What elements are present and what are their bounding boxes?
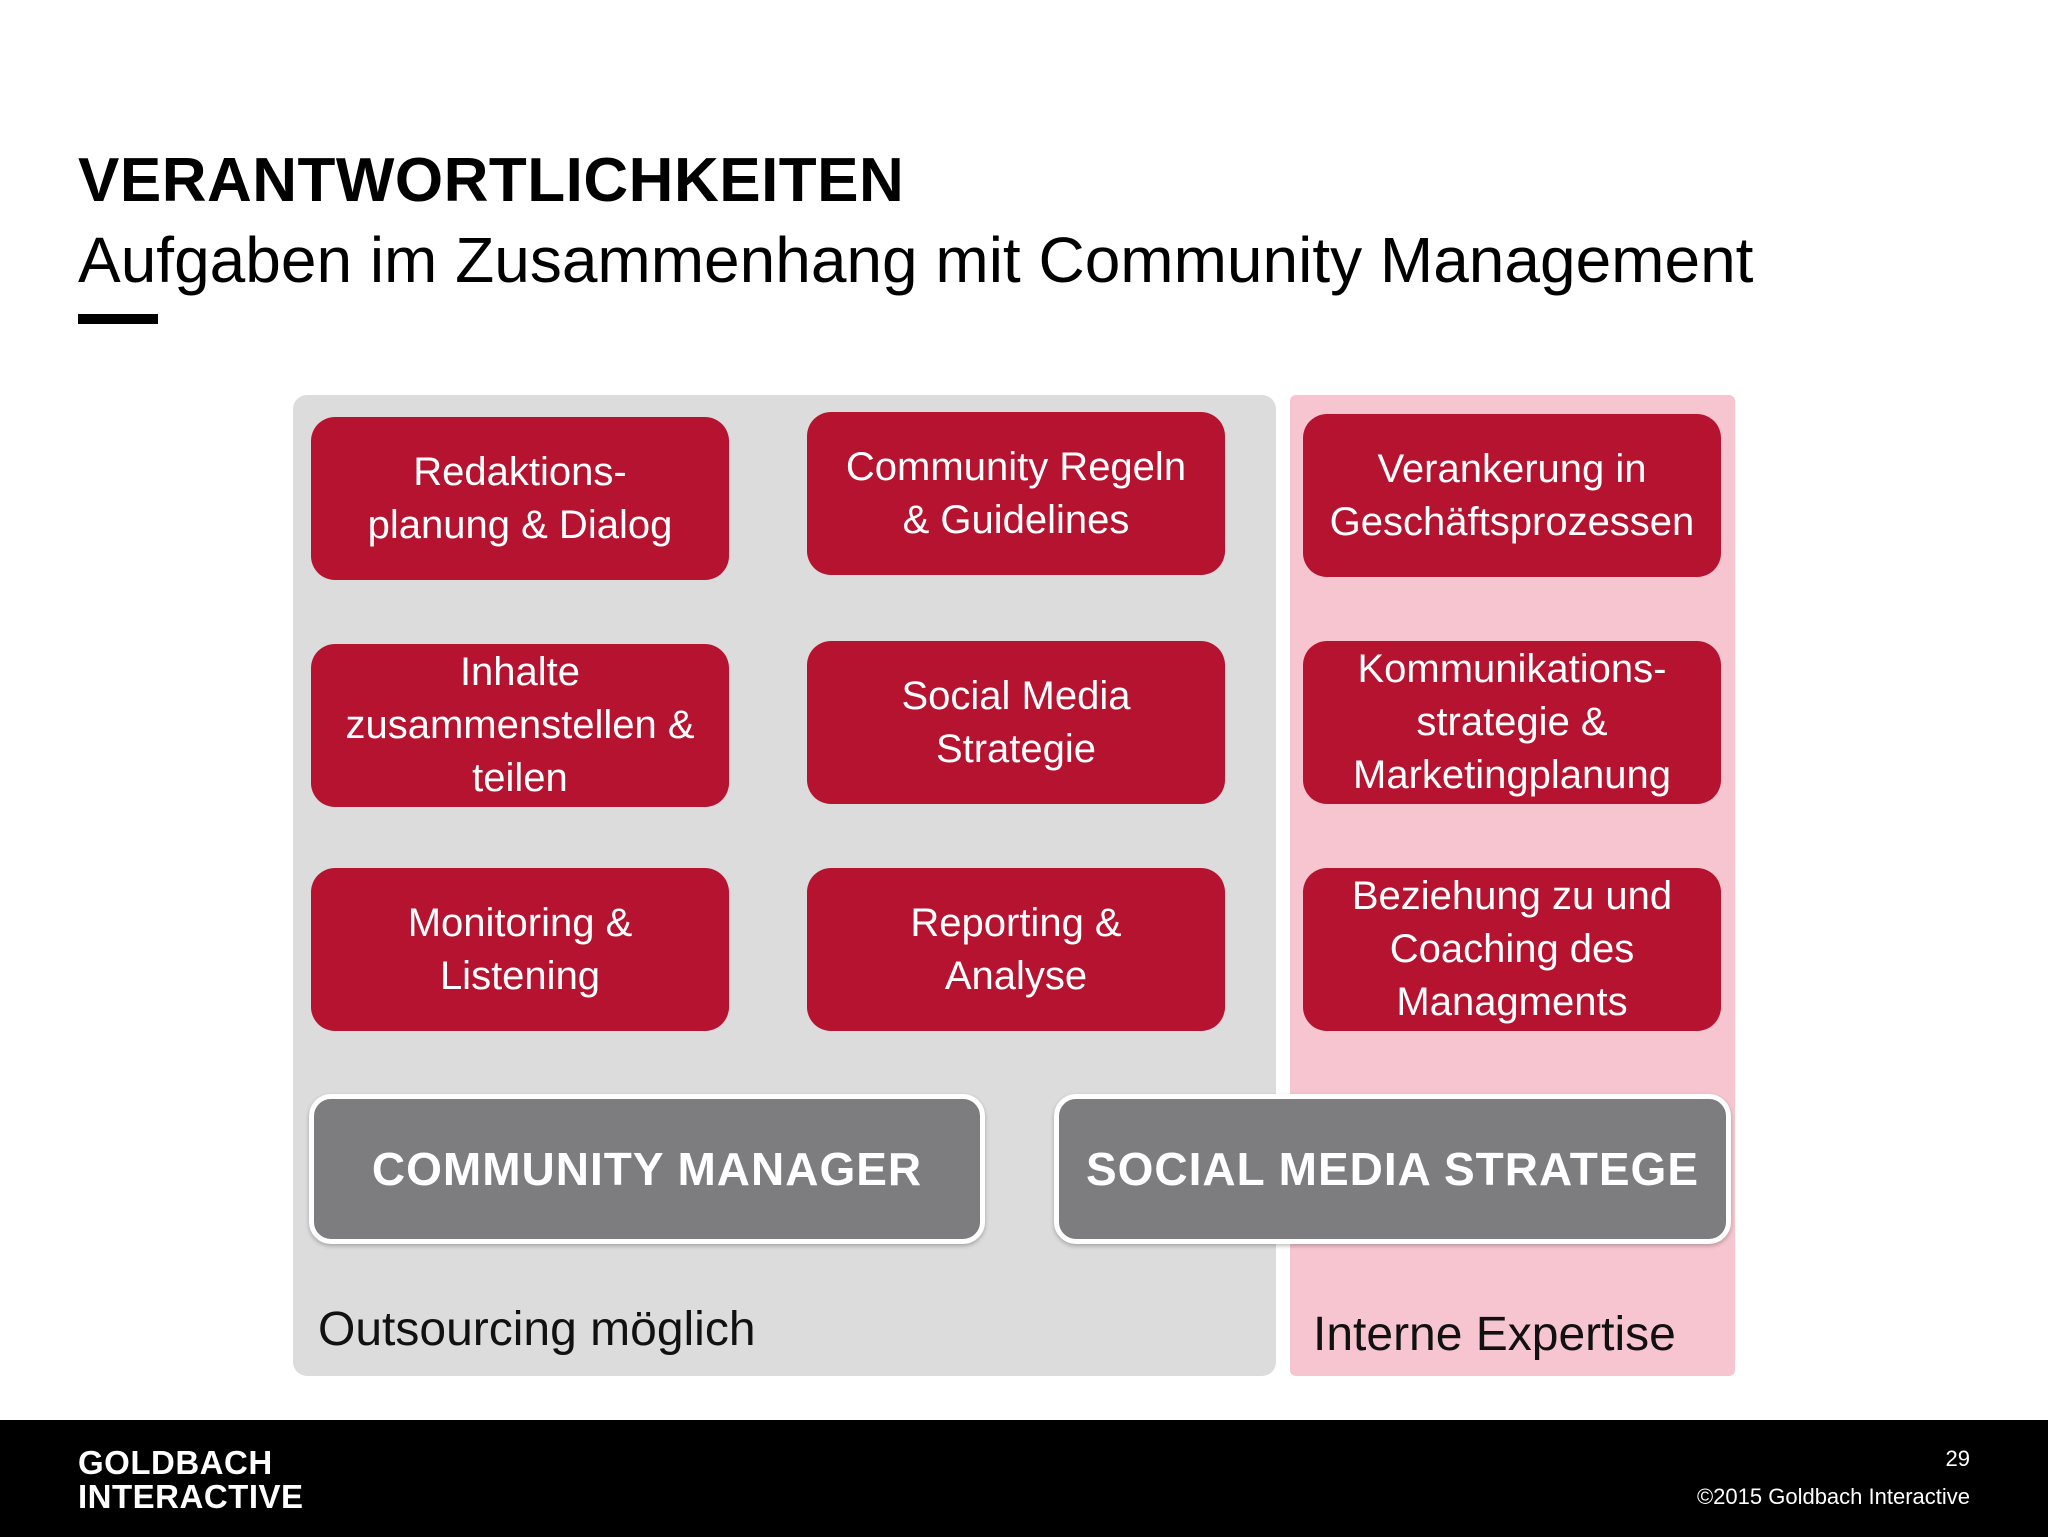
logo-line-1: GOLDBACH bbox=[78, 1444, 273, 1481]
caption-internal: Interne Expertise bbox=[1313, 1308, 1676, 1361]
task-verankerung: Verankerung in Geschäftsprozessen bbox=[1303, 414, 1721, 577]
footer-bar bbox=[0, 1420, 2048, 1537]
task-community-regeln: Community Regeln & Guidelines bbox=[807, 412, 1225, 575]
task-social-media-strategie: Social Media Strategie bbox=[807, 641, 1225, 804]
task-beziehung: Beziehung zu und Coaching des Managments bbox=[1303, 868, 1721, 1031]
role-social-media-strategist: SOCIAL MEDIA STRATEGE bbox=[1054, 1094, 1731, 1244]
role-community-manager: COMMUNITY MANAGER bbox=[309, 1094, 985, 1244]
task-monitoring: Monitoring & Listening bbox=[311, 868, 729, 1031]
page-number: 29 bbox=[1945, 1446, 1970, 1471]
logo-line-2: INTERACTIVE bbox=[78, 1478, 304, 1515]
slide-subtitle: Aufgaben im Zusammenhang mit Community M… bbox=[78, 224, 1754, 296]
company-logo: GOLDBACH INTERACTIVE bbox=[78, 1446, 304, 1514]
title-underline bbox=[78, 314, 158, 324]
task-reporting: Reporting & Analyse bbox=[807, 868, 1225, 1031]
copyright-notice: ©2015 Goldbach Interactive bbox=[1696, 1484, 1970, 1509]
task-kommunikationsstrategie: Kommunikations- strategie & Marketingpla… bbox=[1303, 641, 1721, 804]
task-redaktionsplanung: Redaktions- planung & Dialog bbox=[311, 417, 729, 580]
slide-title: VERANTWORTLICHKEITEN bbox=[78, 146, 905, 215]
caption-outsourcing: Outsourcing möglich bbox=[318, 1303, 756, 1356]
task-inhalte: Inhalte zusammenstellen & teilen bbox=[311, 644, 729, 807]
